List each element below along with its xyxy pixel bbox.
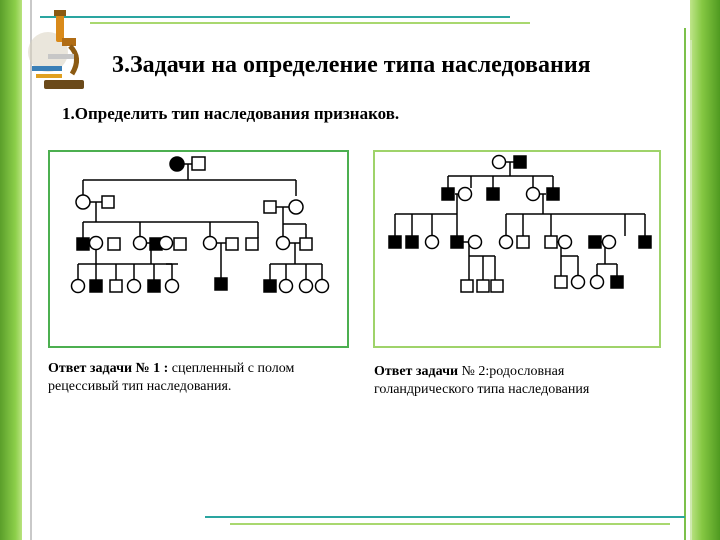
slide-subtitle: 1.Определить тип наследования признаков. bbox=[62, 104, 400, 123]
affected-male-symbol bbox=[441, 187, 455, 201]
pedigree-1-diagram bbox=[70, 156, 330, 294]
affected-male-symbol bbox=[76, 237, 90, 251]
decor-top-line bbox=[40, 16, 510, 18]
answer-2-heading: Ответ задачи bbox=[374, 364, 459, 379]
female-symbol bbox=[424, 234, 440, 250]
decor-vertical-line bbox=[30, 0, 32, 540]
female-symbol bbox=[132, 235, 148, 251]
female-symbol bbox=[75, 194, 91, 210]
female-symbol bbox=[70, 278, 86, 294]
affected-male-symbol bbox=[89, 279, 103, 293]
male-symbol bbox=[245, 237, 259, 251]
left-green-bar bbox=[0, 0, 22, 540]
male-symbol bbox=[225, 237, 239, 251]
female-symbol bbox=[298, 278, 314, 294]
male-symbol bbox=[460, 279, 474, 293]
male-symbol bbox=[516, 235, 530, 249]
female-symbol bbox=[126, 278, 142, 294]
affected-male-symbol bbox=[638, 235, 652, 249]
decor-bottom-line bbox=[230, 523, 670, 525]
female-symbol bbox=[164, 278, 180, 294]
male-symbol bbox=[263, 200, 277, 214]
affected-female-symbol bbox=[169, 156, 185, 172]
answer-1-heading: Ответ задачи № 1 : bbox=[48, 361, 169, 376]
female-symbol bbox=[467, 234, 483, 250]
affected-male-symbol bbox=[147, 279, 161, 293]
affected-male-symbol bbox=[486, 187, 500, 201]
decor-vertical-line bbox=[684, 28, 686, 540]
male-symbol bbox=[101, 195, 115, 209]
female-symbol bbox=[88, 235, 104, 251]
affected-male-symbol bbox=[450, 235, 464, 249]
decor-vertical-line bbox=[690, 40, 692, 540]
female-symbol bbox=[158, 235, 174, 251]
decor-top-line bbox=[90, 22, 530, 24]
male-symbol bbox=[476, 279, 490, 293]
pedigree-1 bbox=[48, 150, 349, 348]
right-green-bar bbox=[690, 0, 720, 540]
female-symbol bbox=[288, 199, 304, 215]
male-symbol bbox=[191, 156, 206, 171]
male-symbol bbox=[544, 235, 558, 249]
male-symbol bbox=[173, 237, 187, 251]
affected-male-symbol bbox=[263, 279, 277, 293]
answer-1: Ответ задачи № 1 : сцепленный с полом ре… bbox=[48, 360, 348, 396]
affected-male-symbol bbox=[405, 235, 419, 249]
female-symbol bbox=[275, 235, 291, 251]
pedigree-2-diagram bbox=[388, 154, 652, 293]
female-symbol bbox=[457, 186, 473, 202]
decor-bottom-line bbox=[205, 516, 685, 518]
female-symbol bbox=[491, 154, 507, 170]
answer-1-text: сцепленный с полом рецессивый тип наслед… bbox=[48, 361, 295, 394]
affected-male-symbol bbox=[588, 235, 602, 249]
male-symbol bbox=[107, 237, 121, 251]
female-symbol bbox=[202, 235, 218, 251]
male-symbol bbox=[490, 279, 504, 293]
female-symbol bbox=[498, 234, 514, 250]
female-symbol bbox=[601, 234, 617, 250]
male-symbol bbox=[109, 279, 123, 293]
female-symbol bbox=[314, 278, 330, 294]
female-symbol bbox=[570, 274, 586, 290]
microscope-logo bbox=[28, 10, 84, 89]
male-symbol bbox=[299, 237, 313, 251]
pedigree-2 bbox=[373, 150, 661, 348]
affected-male-symbol bbox=[546, 187, 560, 201]
affected-male-symbol bbox=[214, 277, 228, 291]
answer-2: Ответ задачи № 2:родословная голандричес… bbox=[374, 363, 664, 399]
slide-title: 3.Задачи на определение типа наследовани… bbox=[112, 52, 591, 78]
affected-male-symbol bbox=[610, 275, 624, 289]
affected-male-symbol bbox=[388, 235, 402, 249]
affected-male-symbol bbox=[513, 155, 527, 169]
female-symbol bbox=[525, 186, 541, 202]
female-symbol bbox=[557, 234, 573, 250]
answer-2-text: № 2:родословная голандрического типа нас… bbox=[374, 364, 590, 397]
male-symbol bbox=[554, 275, 568, 289]
female-symbol bbox=[278, 278, 294, 294]
female-symbol bbox=[589, 274, 605, 290]
